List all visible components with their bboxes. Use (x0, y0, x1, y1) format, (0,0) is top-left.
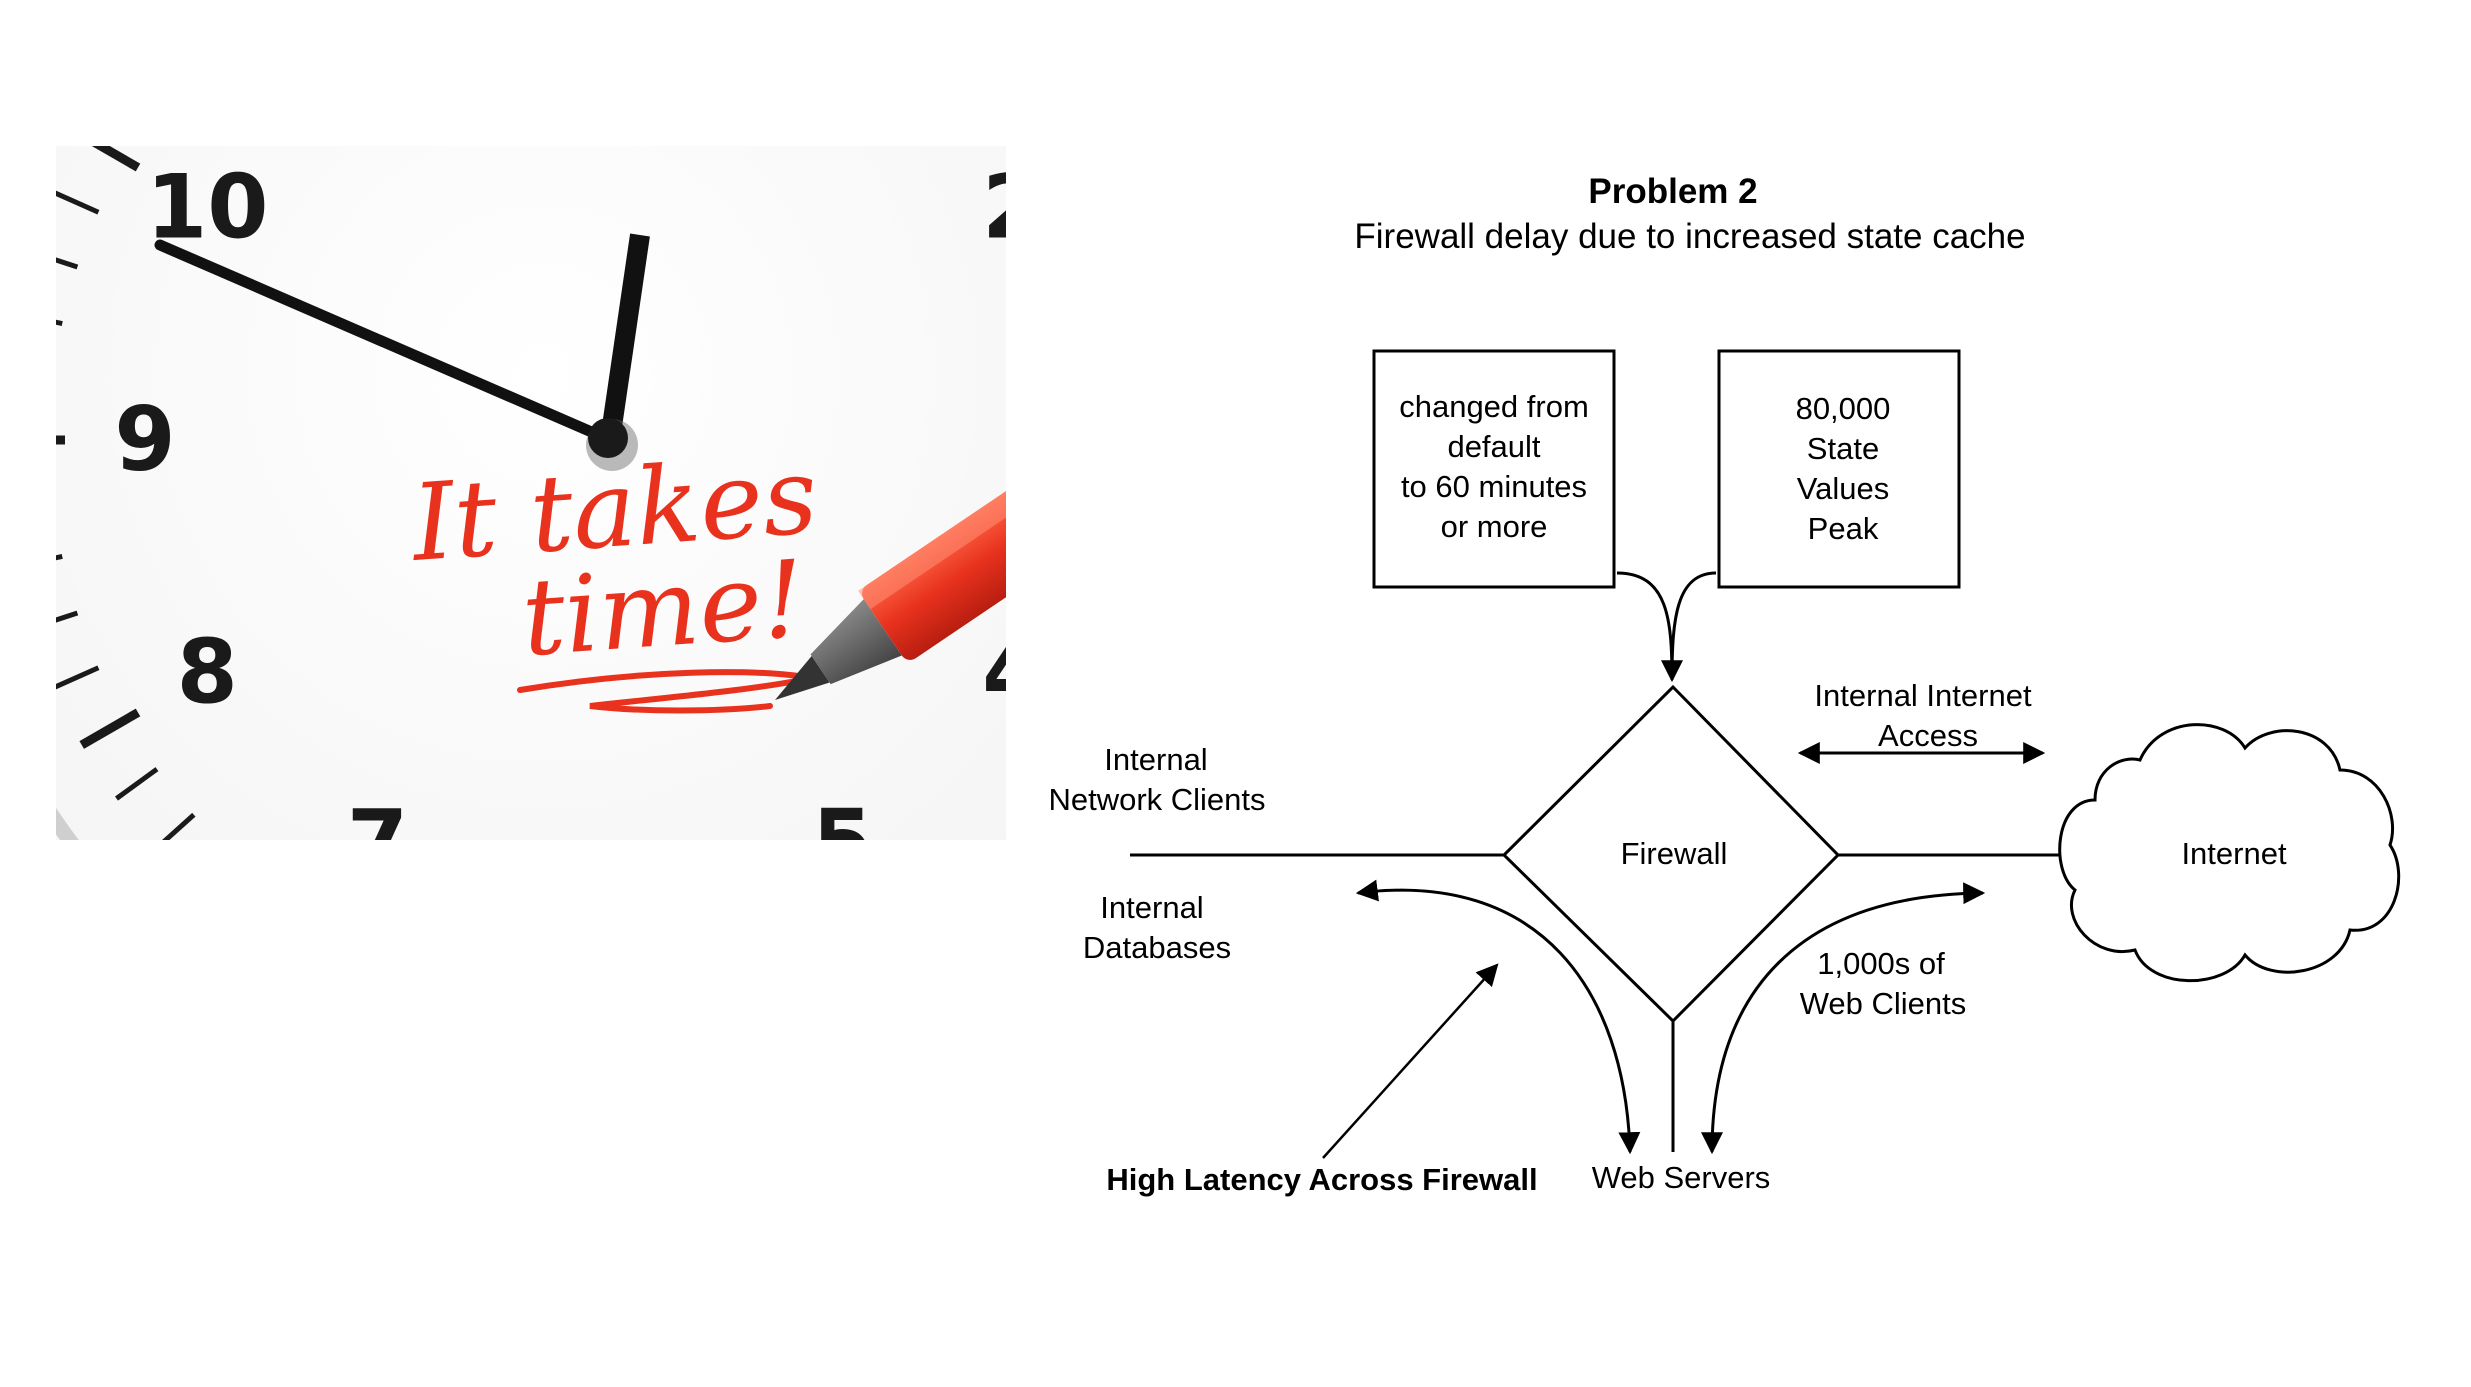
clock-number: 6 (579, 853, 640, 956)
clock-minute-tick (421, 973, 436, 1021)
clock-minute-tick (116, 81, 156, 110)
internal-clients-label: Internal (1104, 742, 1207, 777)
clock-center (588, 418, 628, 458)
clock-hour-tick (305, 912, 338, 968)
box-left-line: to 60 minutes (1401, 469, 1587, 504)
clock-minute-tick (56, 553, 63, 561)
clock-minute-tick (56, 319, 63, 327)
clock-minute-tick (546, 997, 551, 1047)
arrow-box-left-to-firewall (1616, 571, 1683, 683)
clock-number: 1 (812, 0, 873, 88)
caption-line-1: It takes (406, 434, 821, 585)
arrow-web-clients (1701, 882, 1986, 1155)
clock-minute-tick (251, 893, 280, 933)
internet-cloud (2058, 723, 2401, 983)
firewall-label: Firewall (1621, 836, 1728, 871)
box-state-values (1717, 349, 1961, 589)
clock-number: 7 (347, 791, 408, 894)
box-right-line: Peak (1808, 511, 1879, 546)
clock-hour-tick (1082, 713, 1138, 746)
firewall-diagram: Problem 2 Firewall delay due to increase… (1048, 172, 2401, 1197)
clock-minute-tick (1122, 668, 1168, 688)
box-left-line: or more (1441, 509, 1548, 544)
clock-minute-tick (56, 665, 100, 690)
clock-minute-tick (1026, 32, 1063, 65)
clock-minute-tick (3, 376, 53, 381)
clock-hour-tick (883, 912, 916, 968)
box-left-line: changed from (1399, 389, 1589, 424)
clock-minute-tick (1167, 499, 1217, 504)
hour-hand (600, 233, 650, 442)
clock-minute-tick (362, 952, 382, 998)
clock-minute-tick (1143, 251, 1191, 266)
clock-minute-tick (483, 988, 493, 1037)
clock-minute-tick (202, 856, 235, 893)
high-latency-label: High Latency Across Firewall (1106, 1162, 1537, 1197)
slide-title: Problem 2 (1588, 172, 1757, 211)
clock-minute-tick (1122, 192, 1168, 212)
clock-minute-tick (985, 856, 1018, 893)
clock-minute-tick (1026, 815, 1063, 848)
clock-minute-tick (1143, 613, 1191, 628)
clock-minute-tick (202, 0, 235, 24)
clock-hour-tick (1082, 135, 1138, 168)
clock-minute-tick (56, 257, 79, 270)
box-right-line: 80,000 (1796, 391, 1891, 426)
clock-minute-tick (1167, 376, 1217, 381)
clock-minute-tick (1063, 81, 1103, 110)
clock-minute-tick (115, 767, 159, 801)
clock-number: 4 (982, 621, 1043, 724)
clock-number: 5 (812, 791, 873, 894)
marker-pen (775, 300, 1006, 700)
clock-number: 12 (549, 0, 671, 26)
clock-minute-tick (669, 997, 674, 1047)
box-right-line: Values (1797, 471, 1890, 506)
clock-minute-tick (726, 988, 736, 1037)
clock-number: 2 (982, 156, 1043, 259)
caption-line-2: time! (518, 538, 808, 680)
clock-illustration: 121234567891011 It takes time! (3, 0, 1217, 1047)
arrow-box-right-to-firewall (1670, 571, 1717, 681)
internal-databases-label: Internal (1100, 890, 1203, 925)
internal-databases-label: Databases (1083, 930, 1231, 965)
clock-minute-tick (783, 973, 798, 1021)
minute-hand (154, 239, 616, 446)
arrow-high-latency (1322, 963, 1499, 1159)
clock-minute-tick (56, 610, 79, 623)
clock-minute-tick (1158, 556, 1207, 566)
box-state-timeout (1372, 349, 1616, 589)
clock-minute-tick (1158, 313, 1207, 323)
clock-number: 11 (316, 0, 438, 88)
clock-number: 3 (1044, 388, 1105, 491)
internet-access-label: Access (1878, 718, 1978, 753)
internal-clients-label: Network Clients (1048, 782, 1265, 817)
clock-minute-tick (939, 893, 968, 933)
clock-numbers: 121234567891011 (114, 0, 1105, 956)
internet-label: Internet (2181, 836, 2287, 871)
clock-number: 10 (146, 156, 268, 259)
arrow-internal-web-servers (1355, 879, 1641, 1155)
clock-minute-tick (838, 952, 858, 998)
clock-number: 9 (114, 388, 175, 491)
box-left-line: default (1447, 429, 1540, 464)
slide-subtitle: Firewall delay due to increased state ca… (1354, 217, 2025, 256)
box-right-line: State (1807, 431, 1879, 466)
clock-hour-tick (79, 708, 141, 749)
web-clients-label: 1,000s of (1817, 946, 1945, 981)
clock-number: 8 (177, 621, 238, 724)
clock-minute-tick (985, 0, 1018, 24)
internet-access-label: Internal Internet (1814, 678, 2032, 713)
clock-minute-tick (3, 499, 53, 504)
web-servers-label: Web Servers (1592, 1160, 1771, 1195)
clock-tick-marks (3, 0, 1217, 1047)
caption-underline (517, 669, 811, 714)
web-clients-label: Web Clients (1800, 986, 1967, 1021)
clock-minute-tick (56, 190, 100, 215)
clock-minute-tick (162, 812, 196, 840)
clock-minute-tick (157, 32, 194, 65)
clock-hour-tick (91, 146, 141, 172)
